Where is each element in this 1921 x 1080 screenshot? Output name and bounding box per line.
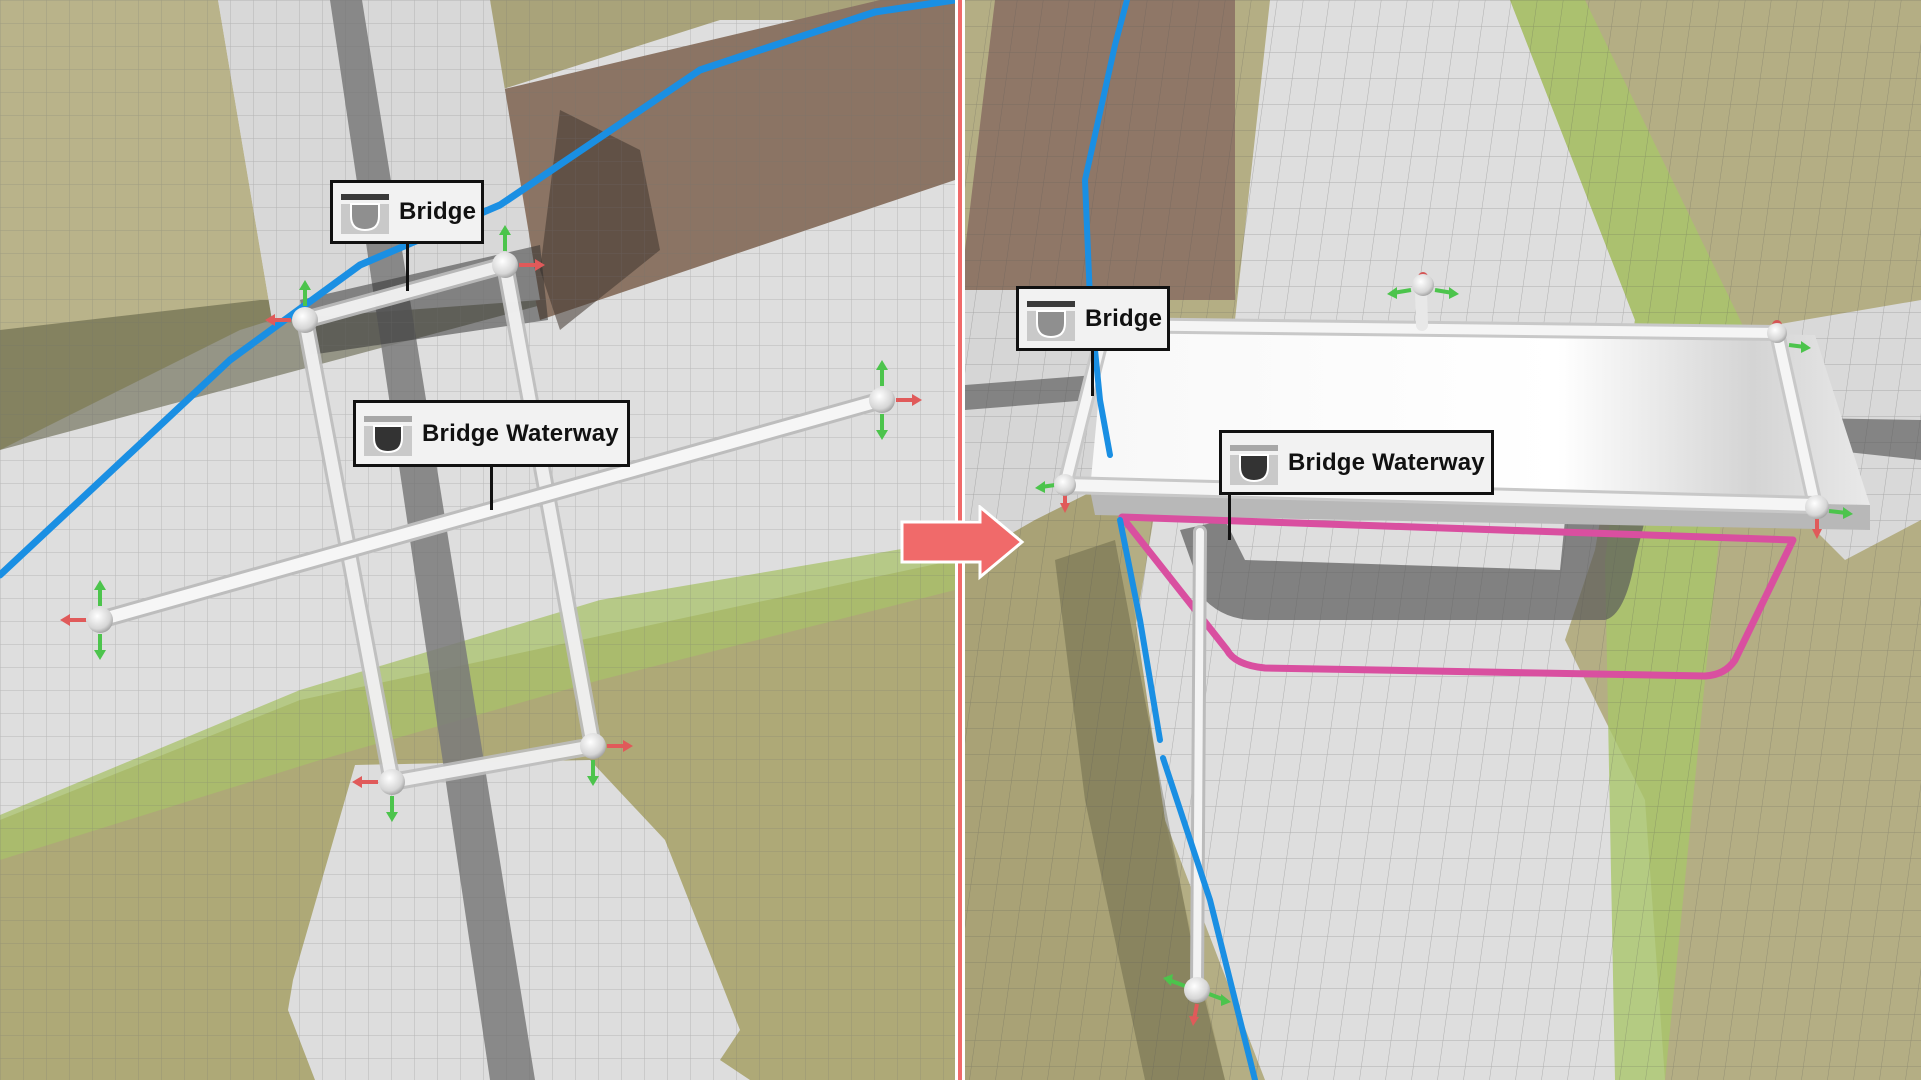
gizmo-handle-bridge-nw[interactable]	[265, 280, 318, 333]
gizmo-handle-waterway-end[interactable]	[1163, 974, 1231, 1026]
gizmo-handle-bridge-se[interactable]	[1805, 495, 1853, 539]
gizmo-handle-waterway-end[interactable]	[869, 360, 922, 440]
bridge-label-text: Bridge	[1085, 304, 1163, 332]
arrow-right-icon	[900, 505, 1025, 581]
river-stream-line[interactable]	[1082, 0, 1130, 458]
plan-view-scene[interactable]	[0, 0, 955, 1080]
bridge-waterway-label-text: Bridge Waterway	[1288, 448, 1485, 476]
river-stream-line-lower[interactable]	[1117, 517, 1163, 743]
waterway-centerline[interactable]	[1190, 525, 1207, 993]
bridge-label-text: Bridge	[399, 198, 477, 225]
bridge-waterway-label[interactable]: Bridge Waterway	[353, 400, 630, 467]
river-stream-line-bottom[interactable]	[1160, 755, 1258, 1080]
waterway-profile-outline[interactable]	[1118, 513, 1797, 680]
gizmo-handle-bridge-se[interactable]	[580, 733, 633, 786]
gizmo-handle-bridge-upstream[interactable]	[1387, 272, 1459, 299]
bridge-waterway-icon	[364, 412, 412, 456]
bridge-label[interactable]: Bridge	[330, 180, 484, 244]
gizmo-handle-bridge-ne[interactable]	[1767, 320, 1811, 353]
bridge-label-leader	[406, 243, 409, 291]
gizmo-handle-bridge-sw[interactable]	[352, 769, 405, 822]
bridge-waterway-label-text: Bridge Waterway	[422, 419, 619, 447]
waterway-centerline[interactable]	[91, 391, 891, 629]
bridge-waterway-label[interactable]: Bridge Waterway	[1219, 430, 1494, 495]
bridge-icon	[341, 190, 389, 234]
gizmo-handle-bridge-ne[interactable]	[492, 225, 545, 278]
3d-view-scene[interactable]	[965, 0, 1921, 1080]
grid-overlay	[0, 0, 955, 1080]
3d-view-panel[interactable]: Bridge Bridge Waterway	[965, 0, 1921, 1080]
bridge-outline[interactable]	[1056, 317, 1824, 514]
river-stream-line[interactable]	[0, 0, 955, 579]
bridge-deck-edge	[1090, 490, 1870, 530]
bridge-label-leader	[1091, 350, 1094, 396]
bridge-label[interactable]: Bridge	[1016, 286, 1170, 351]
waterway-label-leader	[490, 466, 493, 510]
plan-view-panel[interactable]: Bridge Bridge Waterway	[0, 0, 955, 1080]
bridge-waterway-icon	[1230, 441, 1278, 485]
gizmo-handle-waterway-start[interactable]	[60, 580, 113, 660]
waterway-label-leader	[1228, 493, 1231, 540]
gizmo-handle-bridge-sw[interactable]	[1035, 474, 1076, 513]
bridge-icon	[1027, 297, 1075, 341]
